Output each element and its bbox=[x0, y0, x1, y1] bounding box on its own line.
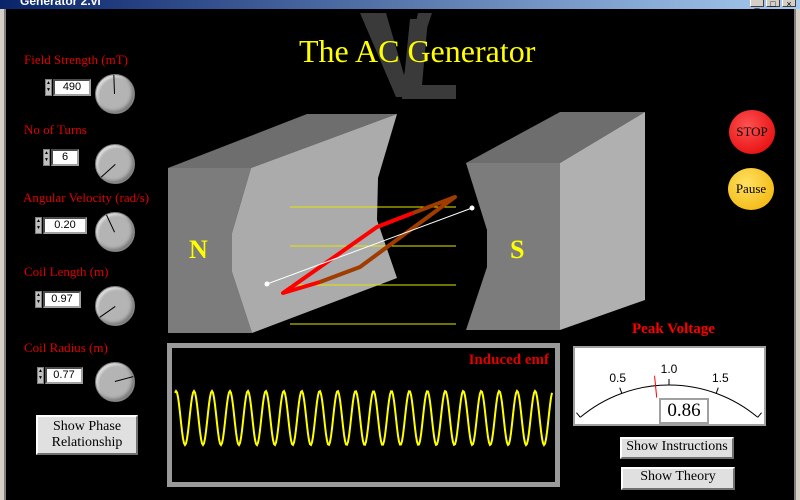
graph-title: Induced emf bbox=[468, 352, 549, 368]
close-button[interactable]: × bbox=[782, 0, 796, 9]
numeric-value[interactable]: 0.77 bbox=[45, 367, 83, 384]
meter-tick bbox=[715, 387, 719, 394]
numeric-value[interactable]: 6 bbox=[51, 149, 79, 166]
spinner-arrows-icon[interactable]: ▲▼ bbox=[45, 79, 52, 96]
meter-needle bbox=[654, 375, 658, 398]
field-lines bbox=[290, 206, 456, 325]
knob-dial[interactable] bbox=[95, 144, 135, 184]
meter-tick-label: 1.5 bbox=[712, 371, 729, 385]
control-label: No of Turns bbox=[24, 122, 87, 137]
title-bar: Generator 2.vi _ □ × bbox=[0, 0, 800, 9]
watermark-l-shape bbox=[402, 19, 456, 99]
north-magnet-top bbox=[168, 114, 397, 168]
meter-tick bbox=[576, 412, 581, 418]
control-label: Coil Radius (m) bbox=[24, 340, 108, 355]
window-title: Generator 2.vi bbox=[20, 0, 101, 8]
spinner-arrows-icon[interactable]: ▲▼ bbox=[43, 149, 50, 166]
window-frame-left bbox=[0, 9, 6, 500]
meter-tick bbox=[757, 412, 762, 418]
show-phase-relationship-button[interactable]: Show Phase Relationship bbox=[36, 415, 138, 455]
peak-voltage-meter: 0.00.51.01.52.0 0.86 bbox=[573, 346, 766, 426]
numeric-value[interactable]: 490 bbox=[53, 79, 91, 96]
north-pole-label: N bbox=[189, 235, 208, 264]
meter-tick bbox=[619, 387, 623, 394]
south-magnet-top bbox=[466, 112, 645, 163]
axis-end bbox=[264, 281, 270, 287]
numeric-input[interactable]: ▲▼ 6 bbox=[43, 149, 79, 166]
spinner-arrows-icon[interactable]: ▲▼ bbox=[35, 217, 42, 234]
spinner-arrows-icon[interactable]: ▲▼ bbox=[35, 291, 42, 308]
north-magnet-pole-face bbox=[232, 114, 397, 333]
stop-button[interactable]: STOP bbox=[729, 110, 775, 154]
spinner-arrows-icon[interactable]: ▲▼ bbox=[37, 367, 44, 384]
knob-dial[interactable] bbox=[95, 74, 135, 114]
south-magnet-side bbox=[560, 112, 645, 330]
numeric-input[interactable]: ▲▼ 0.77 bbox=[37, 367, 83, 384]
minimize-button[interactable]: _ bbox=[750, 0, 764, 9]
knob-dial[interactable] bbox=[95, 362, 135, 402]
window-frame-right bbox=[794, 9, 800, 500]
meter-tick-label: 1.0 bbox=[661, 362, 678, 376]
axis-end bbox=[469, 205, 475, 211]
numeric-value[interactable]: 0.97 bbox=[43, 291, 81, 308]
numeric-input[interactable]: ▲▼ 0.20 bbox=[35, 217, 87, 234]
control-label: Angular Velocity (rad/s) bbox=[23, 190, 150, 205]
pause-button[interactable]: Pause bbox=[728, 168, 774, 210]
numeric-input[interactable]: ▲▼ 490 bbox=[45, 79, 91, 96]
numeric-value[interactable]: 0.20 bbox=[43, 217, 87, 234]
button-label-line2: Relationship bbox=[51, 435, 123, 450]
control-label: Field Strength (mT) bbox=[24, 52, 128, 67]
button-label-line1: Show Phase bbox=[52, 419, 122, 434]
watermark-logo bbox=[360, 13, 456, 99]
emf-waveform bbox=[174, 389, 553, 447]
meter-value: 0.86 bbox=[659, 398, 709, 424]
coil-axis bbox=[266, 207, 473, 285]
coil-front bbox=[281, 211, 414, 295]
show-theory-button[interactable]: Show Theory bbox=[621, 467, 735, 490]
control-label: Coil Length (m) bbox=[24, 264, 109, 279]
show-instructions-button[interactable]: Show Instructions bbox=[620, 437, 734, 459]
emf-graph: Induced emf bbox=[167, 343, 560, 487]
north-magnet-front bbox=[168, 168, 252, 333]
knob-dial[interactable] bbox=[95, 212, 135, 252]
maximize-button[interactable]: □ bbox=[766, 0, 780, 9]
south-pole-label: S bbox=[510, 235, 525, 264]
meter-tick-label: 0.5 bbox=[609, 371, 626, 385]
knob-dial[interactable] bbox=[95, 286, 135, 326]
numeric-input[interactable]: ▲▼ 0.97 bbox=[35, 291, 81, 308]
south-magnet-front bbox=[466, 163, 560, 330]
page-title: The AC Generator bbox=[299, 33, 536, 69]
meter-title: Peak Voltage bbox=[632, 321, 715, 337]
